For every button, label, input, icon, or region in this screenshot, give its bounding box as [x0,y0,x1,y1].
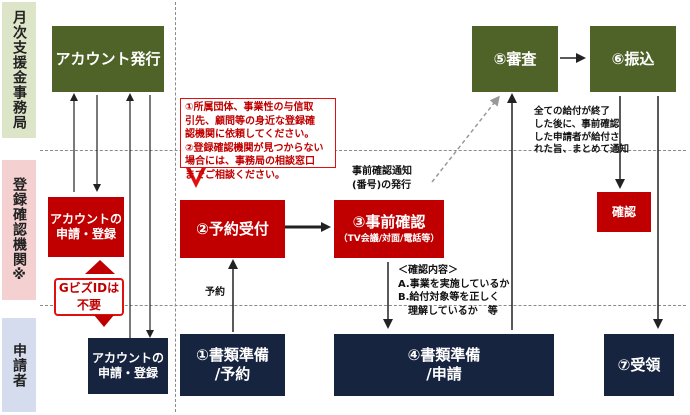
lane-separator [40,150,686,151]
docs-reserve-line2: /予約 [214,365,251,383]
callout-line: ②登録確認機関が見つからない [185,142,324,154]
receive-box: ⑦受領 [604,334,674,396]
account-reg-line2: 申請・登録 [55,227,116,241]
arrow-notice [431,95,500,183]
lane-applicant: 申請者 [2,318,36,412]
guidance-callout: ①所属団体、事業性の与信取 引先、顧問等の身近な登録確 認機関に依頼してください… [180,98,336,181]
docs-reserve-line1: ①書類準備 [196,346,269,365]
payout-line: 全ての給付が終了 [534,106,611,117]
notice-line1: 事前確認通知 [352,166,412,177]
callout-line: 認機関に依頼してください。 [185,129,315,140]
gbiz-note-pointer [85,260,115,274]
check-content-line: A.事業を実施しているか [398,278,510,290]
reservation-label: ②予約受付 [196,219,269,238]
pre-check-label: ③事前確認 [352,213,426,231]
confirm-box: 確認 [597,192,651,232]
docs-apply-line1: ④書類準備 [407,346,481,365]
docs-reserve-box: ①書類準備 /予約 [180,334,285,396]
review-box: ⑤審査 [472,26,558,92]
docs-apply-line2: /申請 [426,365,462,383]
callout-line: ①所属団体、事業性の与信取 [185,102,314,113]
lane-separator [40,305,686,306]
gbiz-note-line2: 不要 [76,298,101,312]
docs-apply-box: ④書類準備 /申請 [334,334,554,396]
payout-line: れた旨、まとめて通知 [534,144,630,156]
account-reg-line1: アカウントの [49,212,122,226]
check-content-line: 理解しているか 等 [398,305,498,317]
account-issue-label: アカウント発行 [55,49,161,68]
callout-line: までご相談ください。 [185,169,285,181]
gbiz-note-arrow [94,315,114,327]
gbiz-note-line1: GビズIDは [58,281,120,296]
payout-line: した後に、事前確認 [534,118,620,130]
callout-line: 引先、顧問等の身近な登録確 [185,115,315,127]
reservation-box: ②予約受付 [180,200,285,258]
lane-registrar: 登録確認機関※ [2,160,36,300]
applicant-account-line2: 申請・登録 [97,366,158,380]
pre-check-box: ③事前確認 （TV会議/対面/電話等） [334,200,444,258]
column-separator [175,2,176,412]
check-content-line: ＜確認内容＞ [398,265,458,276]
check-content-note: ＜確認内容＞ A.事業を実施しているか B.給付対象等を正しく 理解しているか … [398,264,509,318]
payout-note: 全ての給付が終了 した後に、事前確認 した申請者が給付さ れた旨、まとめて通知 [534,106,629,157]
callout-line: 場合には、事務局の相談窓口 [185,156,315,167]
review-label: ⑤審査 [493,49,537,68]
gbiz-note: GビズIDは 不要 [54,278,124,316]
notice-line2: (番号)の発行 [352,179,412,191]
check-content-line: B.給付対象等を正しく [398,292,500,303]
pre-check-sublabel: （TV会議/対面/電話等） [338,233,440,244]
account-registration-registrar-box: アカウントの 申請・登録 [48,197,124,257]
receive-label: ⑦受領 [617,355,661,374]
guidance-callout-tail-inner [189,165,203,180]
lane-office: 月次支援金事務局 [2,2,36,138]
account-registration-applicant-box: アカウントの 申請・登録 [88,338,168,394]
reserve-note: 予約 [205,287,225,298]
confirm-label: 確認 [611,204,636,219]
account-issue-box: アカウント発行 [52,26,164,92]
notice-note: 事前確認通知 (番号)の発行 [352,165,412,192]
transfer-box: ⑥振込 [590,26,676,92]
applicant-account-line1: アカウントの [91,351,164,365]
transfer-label: ⑥振込 [611,49,655,68]
payout-line: した申請者が給付さ [534,131,620,143]
